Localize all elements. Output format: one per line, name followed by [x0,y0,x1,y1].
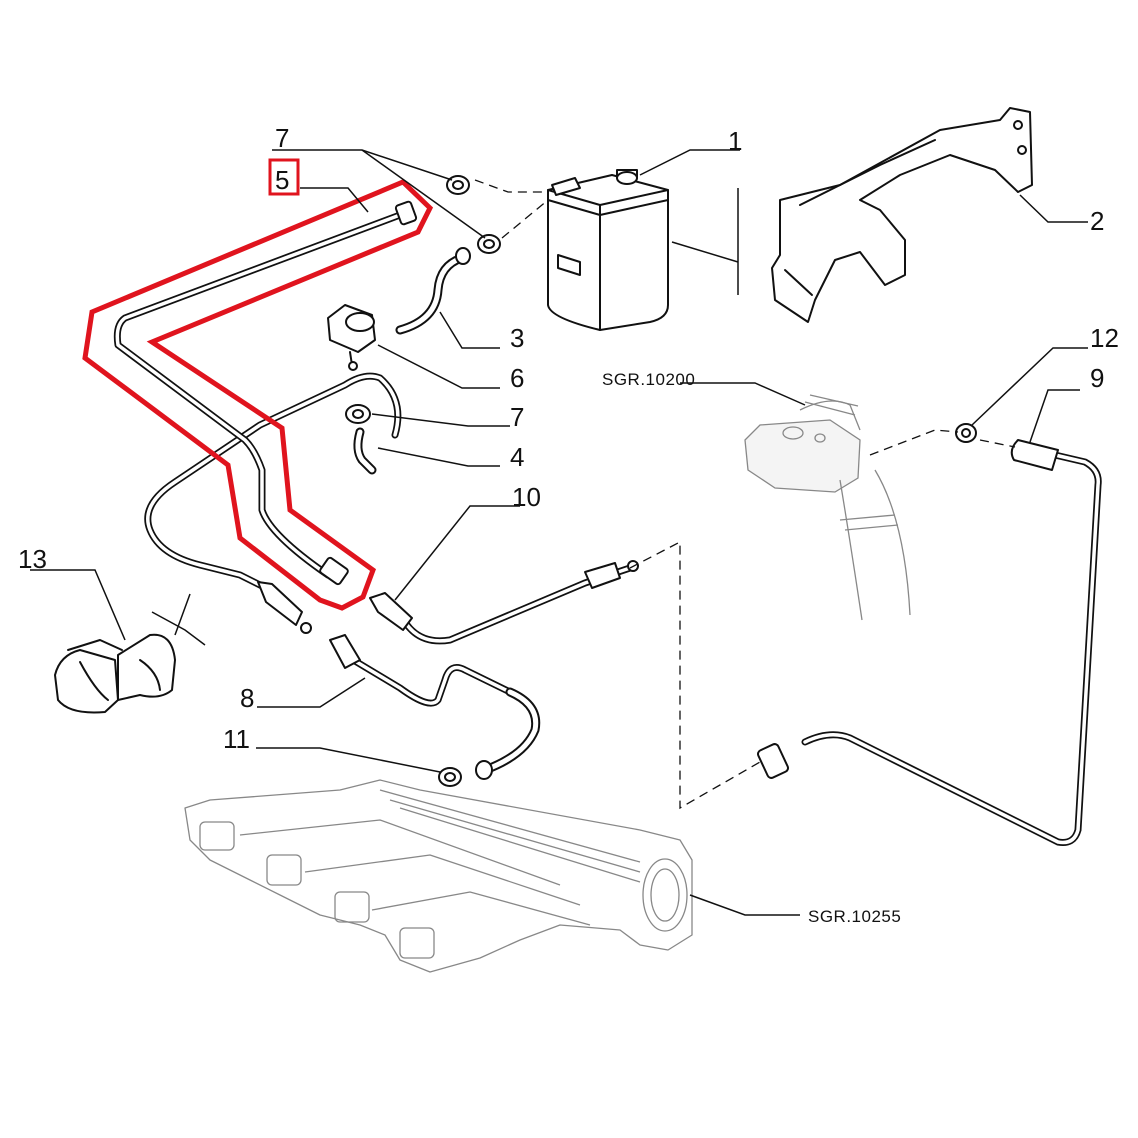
hose-part-8 [329,634,541,780]
nut-part-7-c [345,404,371,424]
nut-part-11 [438,767,462,787]
callout-3: 3 [510,323,524,353]
nut-part-7-b [477,234,501,254]
callout-11: 11 [223,724,250,754]
callout-5: 5 [275,165,289,195]
callout-1: 1 [728,126,742,156]
callout-7-mid: 7 [510,402,524,432]
intake-manifold-reference [184,779,693,973]
line-loop [144,372,402,634]
part-5-callout-box [268,158,300,196]
nut-part-7-a [446,175,470,195]
part-5-highlight [82,179,434,611]
callout-8: 8 [240,683,254,713]
callout-10: 10 [512,482,541,512]
tube-part-5 [113,200,418,586]
nut-part-12 [955,423,977,443]
valve-part-6 [327,304,376,371]
callout-4: 4 [510,442,524,472]
line-part-10 [369,560,639,645]
line-part-9 [757,439,1102,846]
callout-2: 2 [1090,206,1104,236]
leader-lines [30,149,1088,916]
bracket-part-2 [771,107,1033,323]
air-intake-reference [744,394,911,621]
callout-6: 6 [510,363,524,393]
ref-intake-manifold: SGR.10255 [808,907,901,926]
canister-part-1 [547,169,669,331]
clip-part-13 [54,633,176,714]
ref-air-intake: SGR.10200 [602,370,695,389]
callout-12: 12 [1090,323,1119,353]
callout-9: 9 [1090,363,1104,393]
callout-13: 13 [18,544,47,574]
hose-part-3 [395,247,471,335]
callout-7-top: 7 [275,123,289,153]
hose-part-4 [353,427,377,475]
dashed-connections [474,179,1016,810]
